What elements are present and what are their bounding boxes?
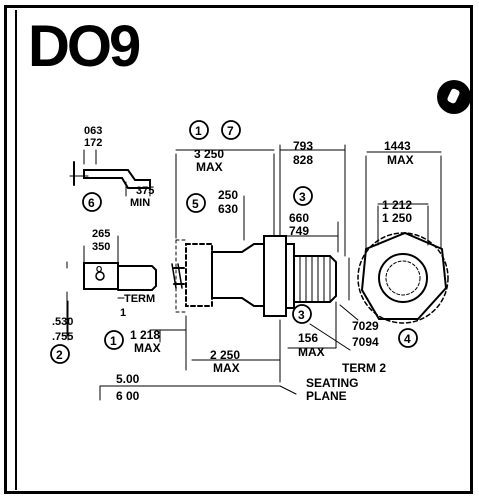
- frame-inner-rule: [15, 10, 17, 490]
- dim-stud-max: MAX: [298, 345, 325, 359]
- page-title: DO9: [28, 14, 141, 79]
- dim-body-dia-max: MAX: [134, 341, 161, 355]
- dim-seat-max: MAX: [213, 361, 240, 375]
- dim-thk-bot: 172: [84, 137, 102, 149]
- dim-overall-len: 3 250: [194, 147, 224, 161]
- hex-end-view: [360, 231, 448, 320]
- dim-hex-width-bot: 1 250: [382, 211, 412, 225]
- dim-stud-len: 156: [298, 331, 318, 345]
- callout-4: 4: [404, 332, 411, 346]
- dim-width-top: 1443: [384, 139, 411, 153]
- callout-7: 7: [227, 124, 234, 138]
- dim-lug-min: MIN: [130, 197, 150, 209]
- corner-badge-icon: [437, 80, 471, 114]
- dim-lead-bot: .755: [52, 331, 73, 343]
- body-cylinder: [185, 243, 213, 307]
- callout-3-upper: 3: [299, 190, 306, 204]
- dim-stud-bot: 749: [289, 224, 309, 238]
- dim-stud-top: 660: [289, 211, 309, 225]
- callout-6: 6: [88, 196, 95, 210]
- dim-body-bot: 828: [293, 153, 313, 167]
- label-term: TERM: [124, 293, 155, 305]
- callout-2: 2: [56, 348, 63, 362]
- label-seating: SEATING: [306, 376, 358, 390]
- hex-flange: [263, 235, 287, 317]
- dim-thread-top: 7029: [352, 319, 379, 333]
- drawing-frame: [4, 5, 473, 494]
- terminal-hole-mark: O: [96, 265, 102, 274]
- dim-lug-len: 375: [136, 185, 154, 197]
- dim-total-top: 5.00: [116, 372, 140, 386]
- dim-lead-top: .530: [52, 316, 73, 328]
- dim-hex-flat-top: 250: [218, 188, 238, 202]
- dim-seat-len: 2 250: [210, 348, 240, 362]
- label-term-num: 1: [120, 307, 126, 319]
- callout-1-body: 1: [110, 334, 117, 348]
- dim-term-width-top: 265: [92, 228, 110, 240]
- dim-body-top: 793: [293, 139, 313, 153]
- label-term-2: TERM 2: [342, 361, 386, 375]
- callout-1-top: 1: [195, 124, 202, 138]
- dim-overall-max: MAX: [196, 160, 223, 174]
- terminal-tab: [83, 262, 119, 290]
- dim-thread-bot: 7094: [352, 335, 379, 349]
- body-section: [211, 243, 265, 307]
- dim-term-width-bot: 350: [92, 241, 110, 253]
- dim-total-bot: 6 00: [116, 389, 140, 403]
- dim-thk-top: 063: [84, 125, 102, 137]
- label-plane: PLANE: [306, 389, 347, 403]
- callout-3-lower: 3: [298, 308, 305, 322]
- dim-body-dia: 1 218: [130, 328, 160, 342]
- callout-5: 5: [192, 197, 199, 211]
- dim-width-max: MAX: [387, 153, 414, 167]
- dim-hex-width-top: 1 212: [382, 198, 412, 212]
- dim-hex-flat-bot: 630: [218, 202, 238, 216]
